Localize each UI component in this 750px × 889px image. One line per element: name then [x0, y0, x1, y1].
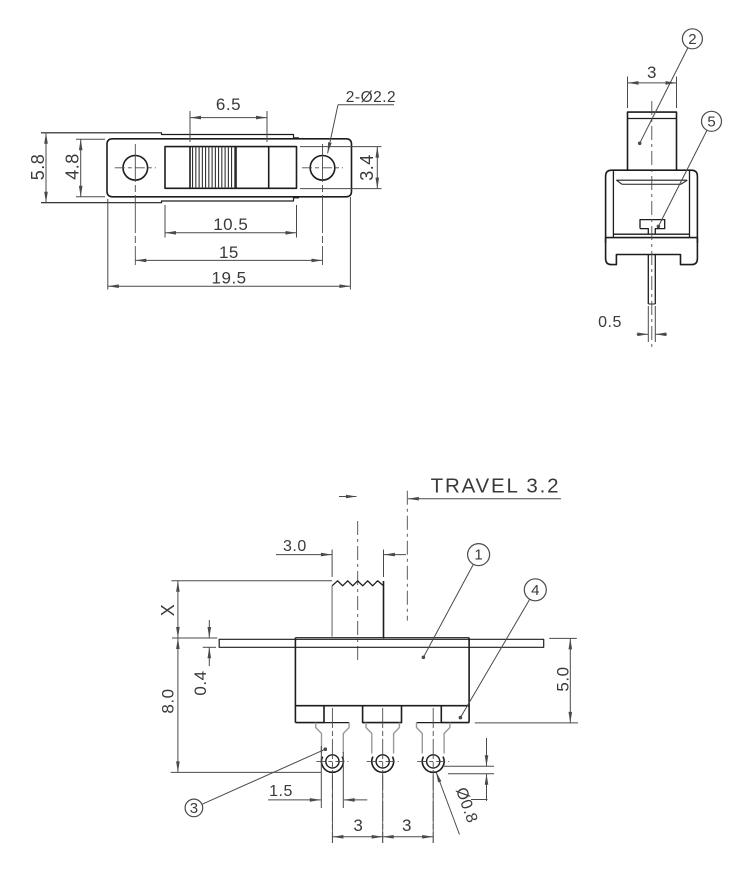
svg-text:6.5: 6.5: [216, 95, 241, 114]
svg-text:3: 3: [402, 816, 412, 835]
svg-text:5.0: 5.0: [554, 666, 573, 691]
svg-text:3.4: 3.4: [357, 154, 377, 181]
svg-text:3: 3: [647, 63, 657, 82]
svg-text:5.8: 5.8: [28, 154, 48, 181]
svg-text:5: 5: [707, 113, 715, 130]
svg-text:0.4: 0.4: [191, 670, 210, 695]
svg-text:3: 3: [190, 800, 198, 817]
svg-text:1: 1: [474, 547, 482, 564]
svg-text:3.0: 3.0: [283, 538, 307, 555]
svg-text:X: X: [158, 604, 178, 617]
svg-text:4: 4: [531, 582, 539, 599]
svg-text:TRAVEL 3.2: TRAVEL 3.2: [431, 475, 561, 498]
svg-text:2: 2: [688, 31, 696, 48]
svg-text:19.5: 19.5: [212, 269, 247, 288]
svg-text:4.8: 4.8: [63, 153, 83, 180]
svg-text:8.0: 8.0: [159, 688, 178, 713]
svg-text:Ø0.8: Ø0.8: [452, 785, 481, 825]
svg-text:15: 15: [219, 243, 239, 262]
svg-text:0.5: 0.5: [598, 314, 622, 331]
svg-text:3: 3: [353, 816, 363, 835]
svg-text:1.5: 1.5: [269, 783, 293, 800]
svg-text:10.5: 10.5: [213, 215, 248, 234]
svg-text:2-Ø2.2: 2-Ø2.2: [346, 89, 396, 106]
